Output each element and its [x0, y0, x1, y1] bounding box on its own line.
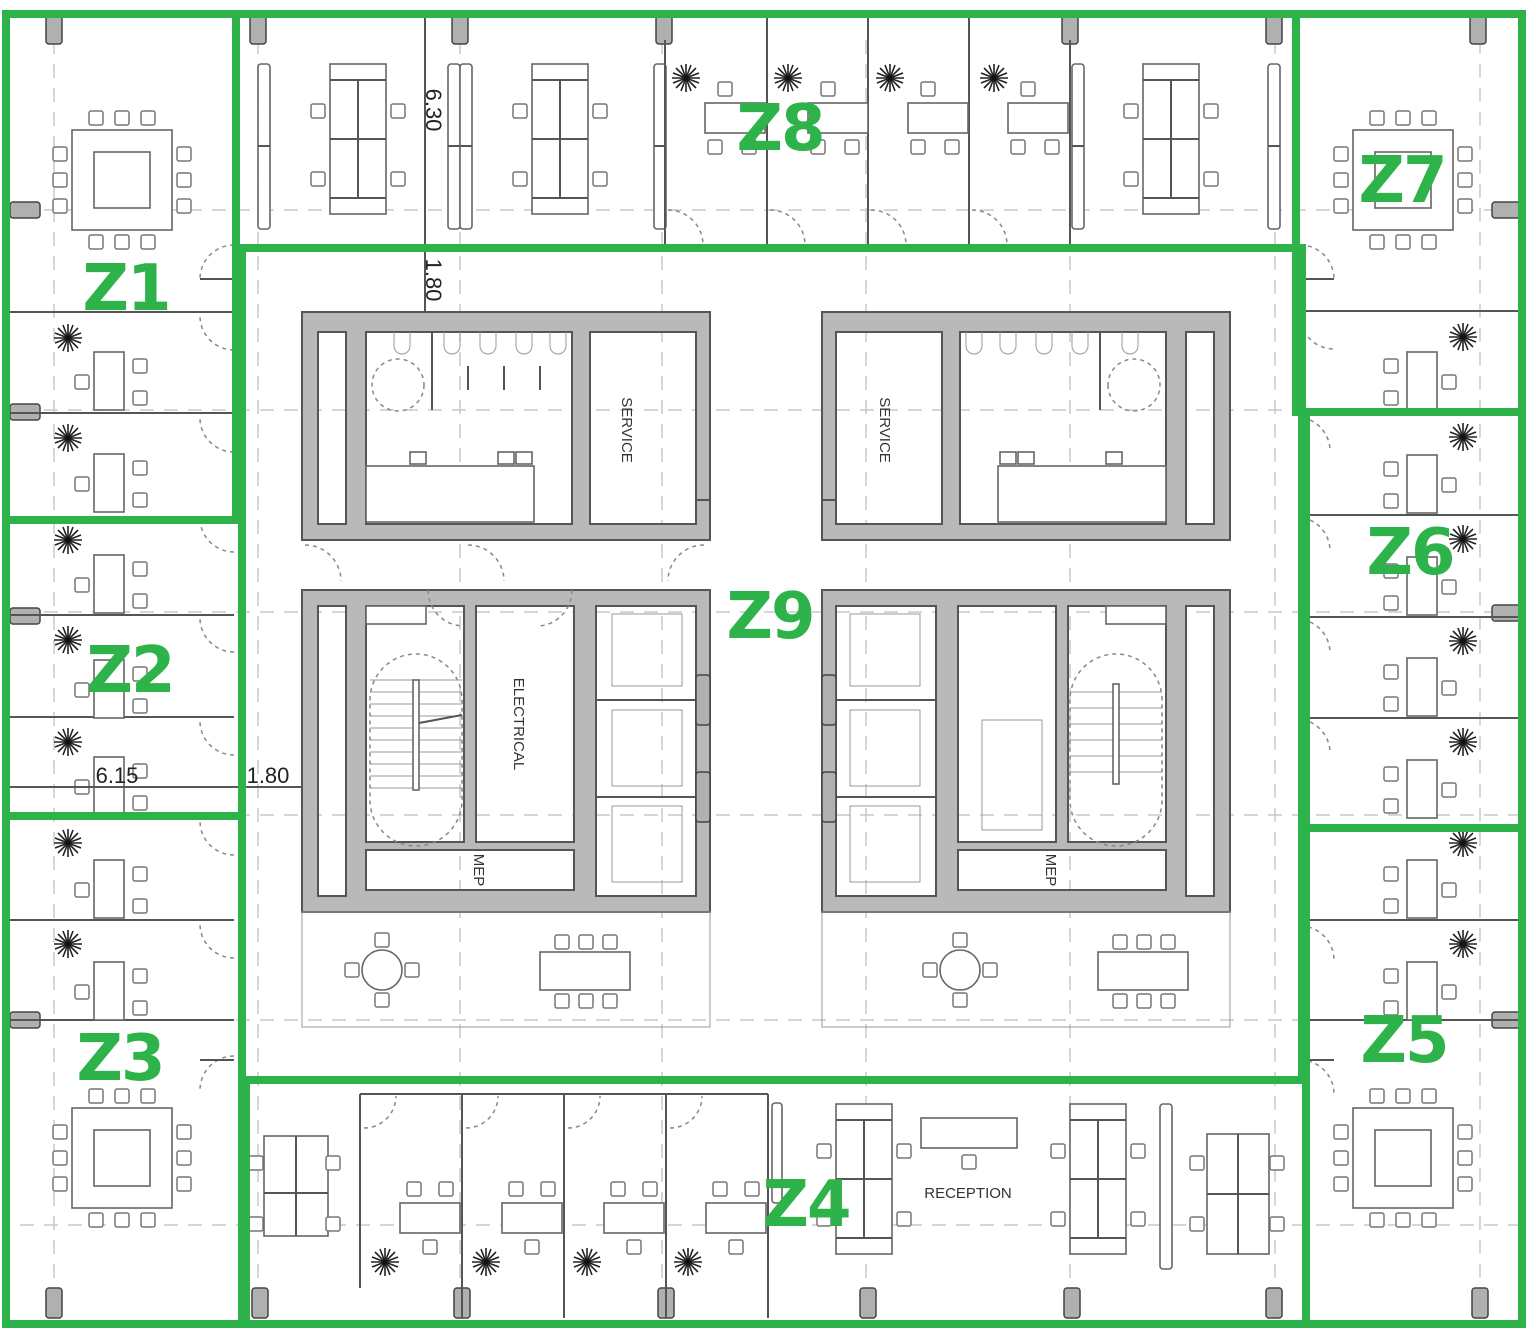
zone-z2-furniture	[10, 517, 300, 815]
zone-label-z6: Z6	[1367, 516, 1454, 590]
elevators-left	[596, 613, 711, 883]
dimension-north-corridor: 1.80	[421, 259, 446, 302]
room-label-reception: RECEPTION	[924, 1185, 1012, 1202]
room-label-electrical-left: ELECTRICAL	[510, 678, 527, 771]
zone-z9-core: SERVICE ELECTRICAL MEP	[301, 311, 1231, 1028]
zone-labels: Z1 Z2 Z3 Z4 Z5 Z6 Z7 Z8 Z9	[77, 92, 1456, 1242]
dimension-west-corridor: 1.80	[247, 763, 290, 788]
zone-z4-border[interactable]	[242, 1076, 1310, 1328]
zone-label-z2: Z2	[87, 634, 174, 708]
zone-label-z3: Z3	[77, 1022, 164, 1096]
core-right	[821, 311, 1231, 913]
room-label-mep-left: MEP	[470, 854, 487, 887]
zone-label-z8: Z8	[737, 92, 824, 166]
zone-z4-furniture: RECEPTION	[248, 1093, 1285, 1318]
zone-label-z4: Z4	[763, 1168, 850, 1242]
dimension-west-depth: 6.15	[96, 763, 139, 788]
dimensions: 6.30 1.80 6.15 1.80	[96, 89, 446, 788]
zone-z8-furniture	[257, 14, 1281, 246]
zone-label-z7: Z7	[1359, 144, 1446, 218]
zone-z6-furniture	[1300, 419, 1525, 818]
dimension-north-depth: 6.30	[421, 89, 446, 132]
room-label-service-right: SERVICE	[876, 397, 893, 463]
zone-z3-furniture	[10, 820, 235, 1227]
zone-borders	[2, 10, 1526, 1328]
toilet-stalls-left	[365, 332, 567, 523]
core-left: SERVICE ELECTRICAL MEP	[301, 311, 711, 913]
zone-label-z9: Z9	[727, 580, 814, 654]
zone-z1-furniture	[10, 111, 235, 512]
lounge-furniture	[301, 911, 1231, 1028]
stair-left	[365, 605, 463, 847]
zone-label-z5: Z5	[1361, 1004, 1448, 1078]
zone-label-z1: Z1	[83, 252, 170, 326]
room-label-service-left: SERVICE	[618, 397, 635, 463]
room-label-mep-right: MEP	[1042, 854, 1059, 887]
